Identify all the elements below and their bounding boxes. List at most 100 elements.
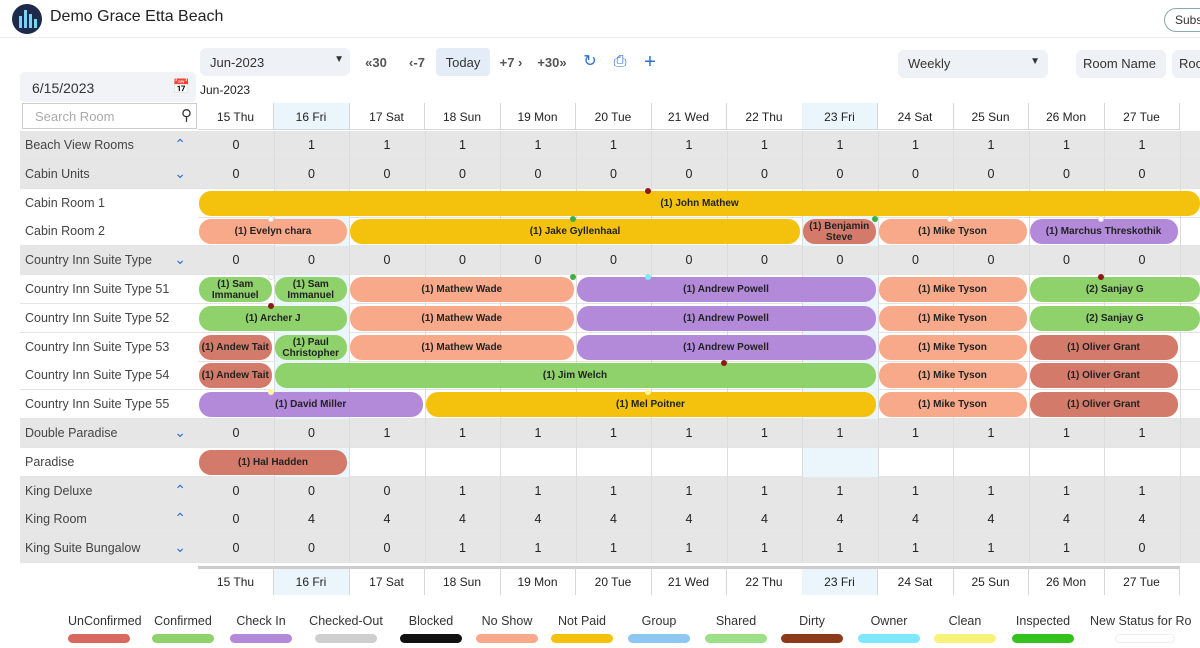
grid-divider — [1104, 246, 1105, 276]
grid-divider — [726, 159, 728, 189]
booking-bar[interactable]: (1) Paul Christopher — [274, 334, 347, 360]
booking-bar[interactable]: (1) Mike Tyson — [878, 219, 1027, 245]
booking-bar[interactable]: (1) Mike Tyson — [878, 305, 1027, 331]
booking-bar[interactable]: (1) Mike Tyson — [878, 277, 1027, 302]
room-type-row[interactable]: King Suite Bungalow⌄ — [20, 534, 198, 564]
chevron-up-icon[interactable]: ⌃ — [174, 136, 186, 152]
room-type-row[interactable]: Beach View Rooms⌃ — [20, 131, 198, 160]
booking-bar[interactable]: (1) Sam Immanuel — [199, 277, 272, 302]
booking-bar[interactable]: (1) Mike Tyson — [878, 363, 1027, 389]
calendar-icon[interactable]: 📅 — [172, 78, 190, 94]
room-label: Country Inn Suite Type 53 — [25, 339, 170, 354]
booking-bar[interactable]: (1) Oliver Grant — [1029, 334, 1178, 360]
booking-bar[interactable]: (1) Hal Hadden — [199, 449, 347, 475]
search-icon[interactable]: ⚲ — [181, 107, 192, 124]
booking-bar[interactable]: (1) Oliver Grant — [1029, 392, 1178, 418]
legend-swatch — [230, 634, 292, 643]
legend-swatch — [400, 634, 462, 643]
chevron-up-icon[interactable]: ⌃ — [174, 510, 186, 527]
availability-count: 1 — [308, 138, 315, 152]
booking-bar[interactable]: (1) Andrew Powell — [576, 277, 876, 302]
day-header-cell: 22 Thu — [726, 103, 803, 130]
back-7-button[interactable]: ‹-7 — [409, 55, 425, 70]
chevron-down-icon[interactable]: ⌄ — [174, 251, 186, 268]
booking-bar[interactable]: (2) Sanjay G — [1029, 305, 1200, 331]
room-type-row[interactable]: Double Paradise⌄ — [20, 419, 198, 448]
room-type-row[interactable]: Cabin Units⌄ — [20, 159, 198, 189]
booking-bar[interactable]: (1) Mathew Wade — [350, 334, 574, 360]
booking-bar[interactable]: (1) Andrew Powell — [576, 305, 876, 331]
booking-guest-name: (1) Mathew Wade — [421, 341, 503, 353]
booking-bar[interactable]: (1) Mathew Wade — [350, 277, 574, 302]
today-button[interactable]: Today — [436, 48, 490, 76]
availability-count: 1 — [987, 426, 995, 440]
grid-divider — [575, 476, 577, 506]
room-sort-button[interactable]: Roo — [1172, 50, 1200, 78]
booking-bar[interactable]: (1) Jim Welch — [274, 363, 876, 389]
room-row[interactable]: Country Inn Suite Type 53 — [20, 332, 198, 362]
legend-label: Owner — [870, 614, 908, 628]
booking-bar[interactable]: (1) Evelyn chara — [199, 219, 347, 245]
forward-7-button[interactable]: +7 › — [499, 55, 523, 70]
subscribe-button[interactable]: Subs — [1164, 8, 1200, 32]
refresh-icon[interactable]: ↻ — [583, 53, 597, 70]
availability-count: 0 — [232, 541, 240, 556]
chevron-down-icon[interactable]: ⌄ — [174, 164, 186, 181]
room-row[interactable]: Paradise — [20, 447, 198, 477]
room-row[interactable]: Country Inn Suite Type 55 — [20, 390, 198, 420]
booking-bar[interactable]: (1) Marchus Threskothik — [1029, 219, 1178, 245]
availability-count: 4 — [1138, 512, 1146, 527]
booking-bar[interactable]: (1) Benjamin Steve — [803, 219, 876, 245]
chevron-down-icon[interactable]: ⌄ — [174, 424, 186, 440]
booking-bar[interactable]: (1) Andew Tait — [199, 334, 272, 360]
search-room-input[interactable]: Search Room ⚲ — [22, 103, 197, 129]
booking-bar[interactable]: (1) Mike Tyson — [878, 392, 1027, 418]
grid-row — [198, 447, 1200, 477]
booking-guest-name: (1) Oliver Grant — [1067, 341, 1140, 353]
chevron-up-icon[interactable]: ⌃ — [174, 481, 186, 498]
room-row[interactable]: Cabin Room 1 — [20, 188, 198, 218]
chevron-down-icon[interactable]: ⌄ — [174, 539, 186, 556]
availability-count: 0 — [232, 138, 240, 152]
booking-bar[interactable]: (2) Sanjay G — [1029, 277, 1200, 302]
room-type-row[interactable]: King Deluxe⌃ — [20, 476, 198, 506]
room-type-row[interactable]: Country Inn Suite Type⌄ — [20, 246, 198, 276]
month-select[interactable]: Jun-2023 ▼ — [200, 48, 350, 76]
room-name-sort-button[interactable]: Room Name — [1076, 50, 1166, 78]
booking-bar[interactable]: (1) Andew Tait — [199, 363, 272, 389]
grid-divider — [500, 447, 501, 477]
booking-guest-name: (1) Mike Tyson — [918, 399, 987, 411]
booking-bar[interactable]: (1) Archer J — [199, 305, 347, 331]
booking-bar[interactable]: (1) Andrew Powell — [576, 334, 876, 360]
availability-count: 0 — [459, 166, 466, 181]
booking-bar[interactable]: (1) Sam Immanuel — [274, 277, 347, 302]
grid-divider — [802, 534, 803, 564]
booking-bar[interactable]: (1) Jake Gyllenhaal — [350, 219, 800, 245]
room-type-row[interactable]: King Room⌃ — [20, 505, 198, 535]
room-row[interactable]: Country Inn Suite Type 52 — [20, 303, 198, 333]
availability-count: 0 — [610, 166, 617, 181]
booking-guest-name: (1) John Mathew — [660, 197, 739, 209]
grid-divider — [802, 246, 803, 276]
legend-item: No Show — [476, 614, 538, 643]
room-row[interactable]: Country Inn Suite Type 54 — [20, 361, 198, 391]
room-row[interactable]: Country Inn Suite Type 51 — [20, 275, 198, 304]
booking-bar[interactable]: (1) Mel Poitner — [425, 392, 876, 418]
grid-divider — [500, 476, 501, 506]
add-icon[interactable]: + — [644, 51, 656, 73]
view-select[interactable]: Weekly ▼ — [898, 50, 1048, 78]
room-label: Country Inn Suite Type 55 — [25, 397, 170, 412]
booking-bar[interactable]: (1) Oliver Grant — [1029, 363, 1178, 389]
booking-bar[interactable]: (1) Mathew Wade — [350, 305, 574, 331]
booking-bar[interactable]: (1) Mike Tyson — [878, 334, 1027, 360]
month-select-value: Jun-2023 — [210, 55, 265, 70]
back-30-button[interactable]: «30 — [365, 55, 387, 70]
booking-bar[interactable]: (1) John Mathew — [199, 190, 1200, 216]
booking-bar[interactable]: (1) David Miller — [199, 392, 423, 418]
date-picker[interactable]: 6/15/2023 📅 — [20, 72, 196, 102]
room-row[interactable]: Cabin Room 2 — [20, 217, 198, 247]
availability-count: 1 — [1138, 138, 1146, 152]
print-icon[interactable]: ⎙ — [613, 53, 627, 70]
grid-divider — [1028, 246, 1030, 276]
forward-30-button[interactable]: +30» — [537, 55, 567, 70]
